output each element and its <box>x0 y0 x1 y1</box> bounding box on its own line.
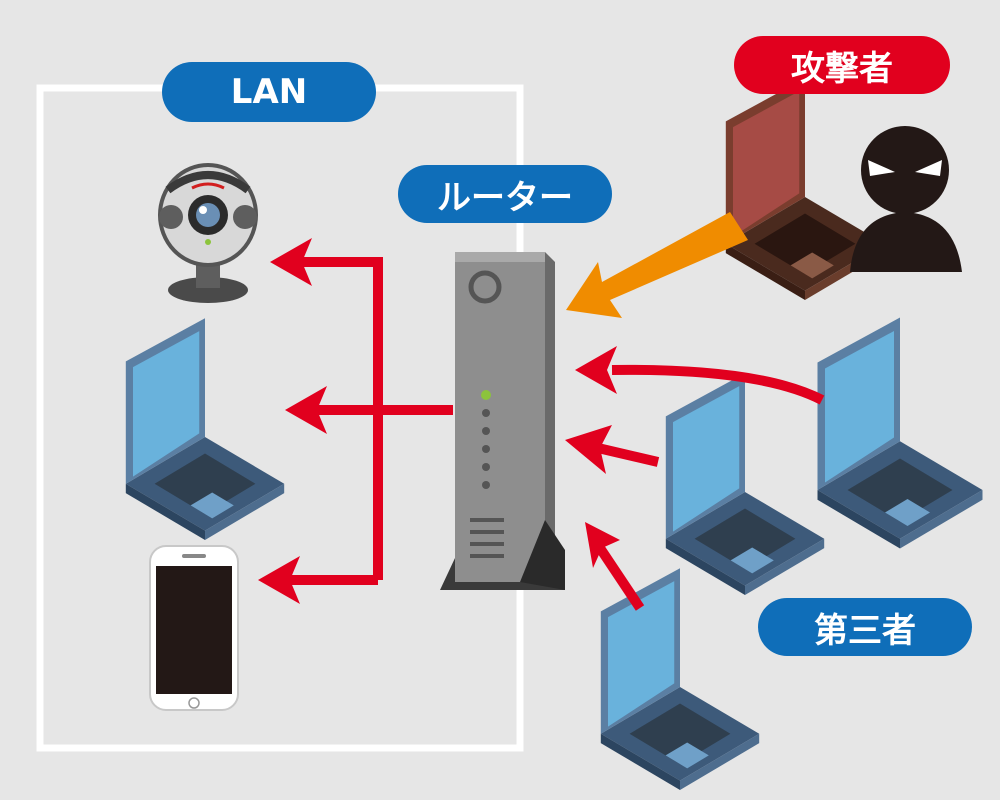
lan-arrows <box>286 257 453 585</box>
webcam-icon <box>158 163 258 303</box>
third-party-arrows <box>595 364 825 611</box>
third-party-label: 第三者 <box>758 598 972 656</box>
lan-label: LAN <box>162 62 376 122</box>
router-icon <box>440 252 565 590</box>
laptop-icon <box>600 568 760 790</box>
router-label: ルーター <box>398 165 612 223</box>
third-party-arrowheads <box>565 346 620 568</box>
hooded-figure-icon <box>850 126 962 272</box>
attacker-group <box>725 78 962 300</box>
smartphone-icon <box>149 545 239 711</box>
lan-arrowheads <box>258 238 327 604</box>
laptop-icon <box>817 317 983 549</box>
attacker-label: 攻撃者 <box>734 36 950 94</box>
attack-arrow <box>566 212 748 318</box>
laptop-icon <box>125 318 285 540</box>
laptop-icon <box>665 373 825 595</box>
